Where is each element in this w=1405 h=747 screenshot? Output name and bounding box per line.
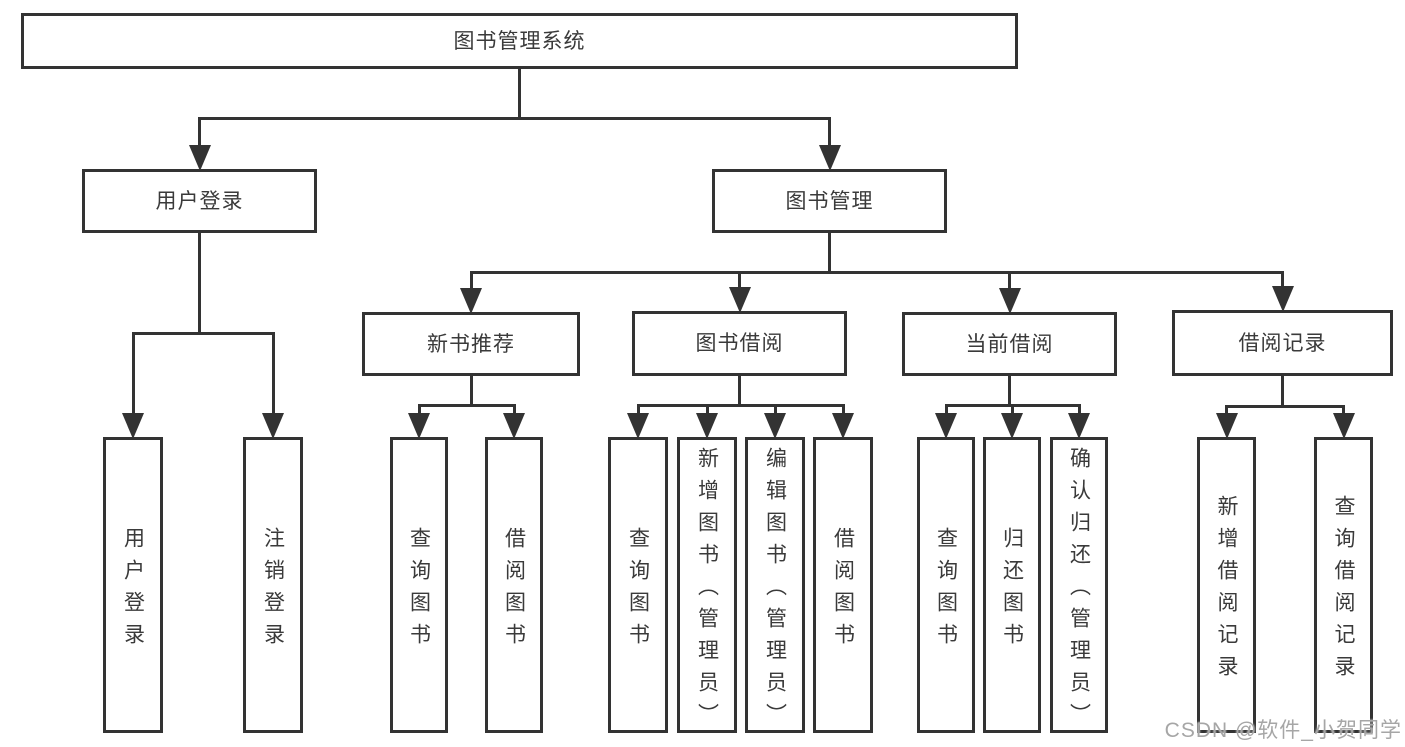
- node-label-leaf-query-book-3: 查询图书: [934, 526, 958, 655]
- node-leaf-query-book-2: 查询图书: [608, 437, 668, 733]
- connector-line: [469, 376, 473, 407]
- connector-line: [469, 270, 473, 288]
- connector-line: [512, 403, 516, 413]
- connector-line: [1008, 376, 1011, 407]
- node-system: 图书管理系统: [21, 13, 1018, 69]
- node-label-system: 图书管理系统: [453, 29, 586, 53]
- connector-line: [738, 270, 741, 287]
- arrow-down-icon: [818, 145, 841, 171]
- arrow-down-icon: [998, 288, 1021, 314]
- connector-line: [944, 403, 948, 413]
- node-borrow-records: 借阅记录: [1172, 310, 1393, 376]
- connector-line: [636, 403, 845, 407]
- connector-line: [705, 403, 709, 413]
- node-leaf-logout: 注销登录: [243, 437, 303, 733]
- connector-line: [773, 403, 777, 413]
- node-current-borrow: 当前借阅: [902, 312, 1117, 376]
- connector-line: [828, 116, 831, 145]
- node-label-new-book-rec: 新书推荐: [427, 332, 515, 356]
- node-label-borrow-records: 借阅记录: [1238, 331, 1327, 355]
- node-label-leaf-query-book-2: 查询图书: [626, 526, 650, 655]
- node-label-leaf-confirm-return: 确认归还（管理员）: [1067, 446, 1091, 735]
- node-leaf-query-book-1: 查询图书: [390, 437, 448, 733]
- node-leaf-borrow-book-2: 借阅图书: [813, 437, 873, 733]
- connector-line: [1225, 404, 1228, 413]
- node-leaf-add-book: 新增图书（管理员）: [677, 437, 737, 735]
- node-label-book-borrow: 图书借阅: [695, 332, 784, 355]
- node-leaf-return-book: 归还图书: [983, 437, 1041, 733]
- connector-line: [417, 403, 421, 413]
- node-label-book-mgmt: 图书管理: [785, 189, 874, 213]
- node-book-borrow: 图书借阅: [632, 311, 847, 376]
- node-leaf-query-book-3: 查询图书: [917, 437, 975, 733]
- node-user-login: 用户登录: [82, 169, 317, 233]
- connector-line: [1077, 403, 1081, 413]
- node-label-leaf-add-book: 新增图书（管理员）: [695, 446, 719, 735]
- node-label-user-login: 用户登录: [155, 189, 244, 213]
- connector-line: [271, 331, 275, 413]
- arrow-down-icon: [627, 413, 649, 439]
- connector-line: [131, 331, 275, 335]
- node-label-leaf-borrow-book-2: 借阅图书: [831, 526, 855, 655]
- node-label-leaf-borrow-book-1: 借阅图书: [502, 526, 526, 655]
- csdn-watermark: CSDN @软件_小贺同学: [1164, 719, 1402, 742]
- node-label-leaf-query-book-1: 查询图书: [407, 526, 431, 655]
- arrow-down-icon: [1271, 286, 1294, 312]
- node-new-book-rec: 新书推荐: [362, 312, 580, 376]
- node-label-leaf-logout: 注销登录: [261, 526, 285, 655]
- node-label-leaf-query-record: 查询借阅记录: [1332, 494, 1356, 687]
- connector-line: [841, 403, 845, 413]
- arrow-down-icon: [460, 288, 482, 314]
- node-leaf-borrow-book-1: 借阅图书: [485, 437, 543, 733]
- arrow-down-icon: [188, 145, 211, 171]
- arrow-down-icon: [696, 413, 718, 439]
- connector-line: [198, 116, 201, 145]
- arrow-down-icon: [1332, 413, 1355, 439]
- connector-line: [1281, 270, 1284, 286]
- connector-line: [417, 403, 516, 407]
- connector-line: [1010, 403, 1014, 413]
- arrow-down-icon: [1068, 413, 1090, 439]
- node-book-mgmt: 图书管理: [712, 169, 947, 233]
- connector-line: [469, 270, 1284, 274]
- connector-line: [198, 116, 831, 120]
- node-label-leaf-edit-book: 编辑图书（管理员）: [763, 446, 787, 735]
- node-leaf-add-record: 新增借阅记录: [1197, 437, 1256, 733]
- connector-line: [828, 233, 831, 274]
- node-label-leaf-user-login: 用户登录: [121, 526, 145, 655]
- node-label-leaf-return-book: 归还图书: [1000, 526, 1024, 655]
- connector-line: [636, 403, 640, 413]
- connector-line: [131, 331, 135, 413]
- arrow-down-icon: [832, 413, 854, 439]
- node-leaf-confirm-return: 确认归还（管理员）: [1050, 437, 1108, 735]
- node-leaf-user-login: 用户登录: [103, 437, 163, 733]
- arrow-down-icon: [728, 287, 751, 313]
- connector-line: [1281, 376, 1284, 408]
- arrow-down-icon: [935, 413, 957, 439]
- node-leaf-query-record: 查询借阅记录: [1314, 437, 1373, 733]
- node-label-leaf-add-record: 新增借阅记录: [1215, 494, 1239, 687]
- arrow-down-icon: [1001, 413, 1023, 439]
- connector-line: [1342, 404, 1345, 413]
- node-leaf-edit-book: 编辑图书（管理员）: [745, 437, 805, 735]
- connector-line: [738, 376, 741, 407]
- connector-line: [518, 69, 521, 120]
- arrow-down-icon: [408, 413, 430, 439]
- connector-line: [1008, 270, 1011, 288]
- arrow-down-icon: [764, 413, 786, 439]
- arrow-down-icon: [503, 413, 525, 439]
- connector-line: [198, 233, 201, 335]
- arrow-down-icon: [1215, 413, 1238, 439]
- arrow-down-icon: [262, 413, 284, 439]
- connector-line: [1225, 404, 1345, 408]
- node-label-current-borrow: 当前借阅: [965, 332, 1054, 356]
- arrow-down-icon: [122, 413, 144, 439]
